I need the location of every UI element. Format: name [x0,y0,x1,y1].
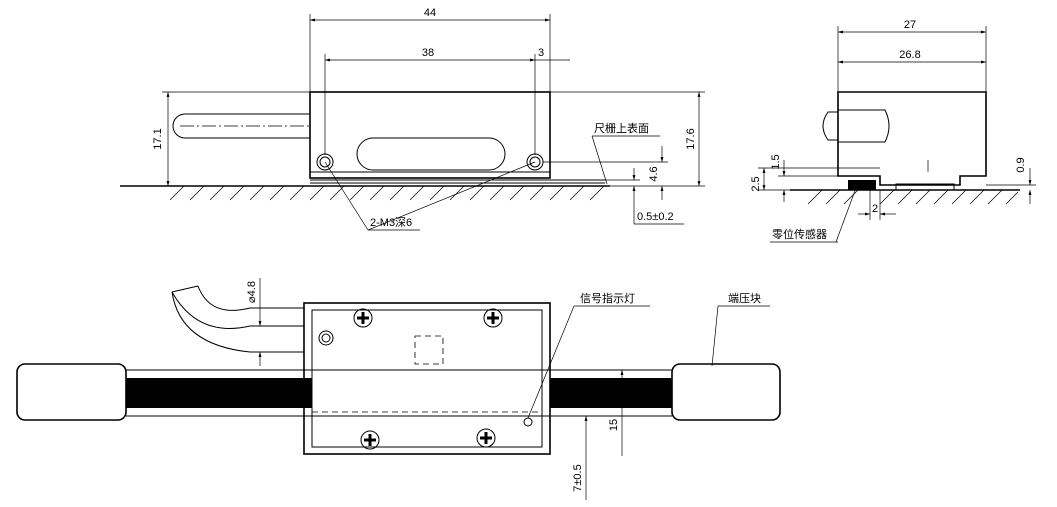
label-scale-surface: 尺栅上表面 [594,121,649,135]
zero-sensor-block [848,180,876,190]
dim-gap: 0.5±0.2 [637,211,674,223]
top-view: ⌀4.8 15 7±0.5 信号指示灯 端压块 [16,278,781,500]
front-view: 44 38 3 17.1 17.6 4.6 0.5±0.2 尺栅上表面 [120,7,705,231]
screw-bottom-left [360,430,380,450]
label-mount-holes: 2-M3深6 [370,216,412,229]
label-signal-led: 信号指示灯 [580,291,635,305]
dim-cable-diameter: ⌀4.8 [246,281,258,303]
ground-hatch-side [807,189,1019,205]
dim-cable-height: 17.1 [152,128,164,149]
dim-hole-edge: 3 [538,47,544,59]
ground-hatch-front [169,185,605,201]
dim-hole-height: 4.6 [648,166,660,181]
end-clamp-right [671,363,781,421]
dim-sensor-offset: 2 [872,203,878,215]
screw-top-left [353,308,373,328]
label-end-clamp: 端压块 [728,292,761,305]
side-view: 27 26.8 1.5 2.5 0.9 2 零位传感器 [750,19,1036,243]
signal-led [523,417,533,427]
screw-bottom-right [476,428,496,448]
dim-side-width: 27 [904,19,916,31]
dim-side-offset: 0.9 [1015,157,1027,172]
dim-total-length: 44 [424,7,436,19]
dim-side-height-b: 2.5 [750,176,762,191]
end-clamp-left [16,363,127,421]
dim-side-inner: 26.8 [899,49,920,61]
dim-side-height-a: 1.5 [770,154,782,169]
dim-body-height: 17.6 [685,128,697,149]
scale-band-right [550,378,672,408]
dim-hole-spacing: 38 [422,47,434,59]
dim-scale-offset: 7±0.5 [572,464,584,491]
scale-band-left [126,378,312,408]
dim-scale-width: 15 [608,419,620,431]
label-zero-sensor: 零位传感器 [772,227,827,241]
screw-top-right [483,308,503,328]
